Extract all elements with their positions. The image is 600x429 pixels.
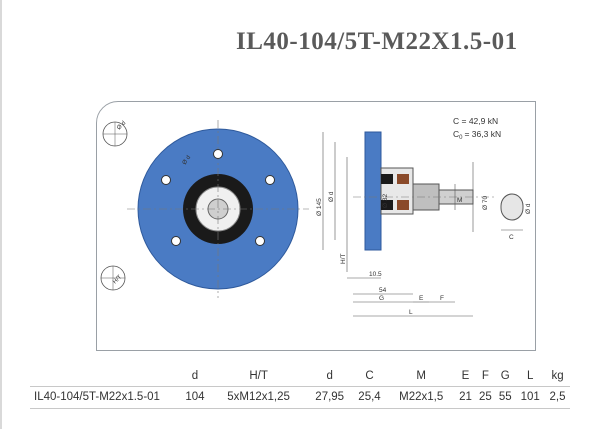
bearing-bottom-2 (397, 200, 409, 210)
bolt-hole-5 (161, 175, 171, 185)
dim-d32: Ø 32 (382, 194, 389, 208)
dim-c-side: C (509, 234, 514, 241)
header-model (30, 366, 180, 386)
header-g: G (500, 369, 510, 382)
cell-g: 55 (498, 391, 512, 403)
cell-f: 25 (478, 391, 492, 403)
cell-d: 104 (185, 391, 205, 403)
cell-e: 21 (459, 391, 472, 403)
pin-detail: C Ø d (500, 193, 532, 241)
load-rating-c0: C0= 36,3 kN (453, 129, 501, 141)
header-m: M (416, 369, 426, 382)
bolt-hole-4 (171, 236, 181, 246)
dim-g: G (379, 295, 384, 302)
dim-54: 54 (379, 287, 387, 294)
left-border-rule (0, 0, 2, 429)
table-row: IL40-104/5T-M22x1.5-01 104 5xM12x1,25 27… (30, 386, 570, 408)
spec-table: d H/T d C M E F G L kg IL40-104/5T-M22x1… (30, 366, 570, 409)
bearing-bottom-1 (381, 200, 393, 210)
header-l: L (526, 369, 534, 382)
bearing-top-1 (381, 174, 393, 184)
bolt-hole-3 (255, 236, 265, 246)
dim-d145: Ø 145 (316, 198, 323, 216)
cell-d2: 27,95 (315, 391, 345, 403)
dim-e: E (419, 295, 424, 302)
dim-m: M (457, 197, 462, 204)
header-ht: H/T (249, 369, 268, 382)
header-kg: kg (551, 369, 564, 382)
dim-d70: Ø 70 (482, 196, 489, 210)
dim-10-5: 10.5 (369, 271, 382, 278)
load-rating-c: C = 42,9 kN (453, 116, 498, 126)
cell-m: M22x1,5 (399, 391, 444, 403)
page-title: IL40-104/5T-M22X1.5-01 (236, 28, 518, 55)
table-header-row: d H/T d C M E F G L kg (30, 366, 570, 386)
side-section-view: Ø 145 Ø d H/T Ø 32 M Ø 70 10.5 54 G E F … (316, 131, 497, 317)
dim-d-left: Ø d (328, 191, 335, 202)
dim-d-pcd: Ø d (182, 155, 192, 166)
header-d: d (191, 369, 199, 382)
dim-ht-bottom: H/T (112, 274, 123, 285)
dim-f: F (440, 295, 444, 302)
cell-ht: 5xM12x1,25 (227, 391, 290, 403)
bearing-top-2 (397, 174, 409, 184)
section-flange (364, 131, 382, 251)
bolt-hole-1 (213, 149, 223, 159)
bolt-hole-2 (265, 175, 275, 185)
technical-drawing: Ø d H/T Ø d Ø 145 Ø d (100, 116, 532, 317)
header-c: C (365, 369, 374, 382)
header-d2: d (326, 369, 333, 382)
cell-c: 25,4 (358, 391, 381, 403)
detail-bottom-left: H/T (100, 265, 126, 291)
dim-l: L (409, 309, 413, 316)
cell-l: 101 (520, 391, 540, 403)
detail-top-left: Ø d (102, 120, 128, 147)
cell-kg: 2,5 (549, 391, 566, 403)
technical-drawing-frame: Ø d H/T Ø d Ø 145 Ø d (96, 101, 536, 351)
dim-ht: H/T (340, 254, 347, 265)
header-f: F (481, 369, 489, 382)
pin-shape (500, 193, 524, 221)
header-e: E (461, 369, 470, 382)
front-view (127, 120, 309, 298)
dim-d-top: Ø d (116, 120, 127, 131)
cell-model: IL40-104/5T-M22x1.5-01 (34, 391, 160, 403)
dim-d-side: Ø d (525, 203, 532, 214)
